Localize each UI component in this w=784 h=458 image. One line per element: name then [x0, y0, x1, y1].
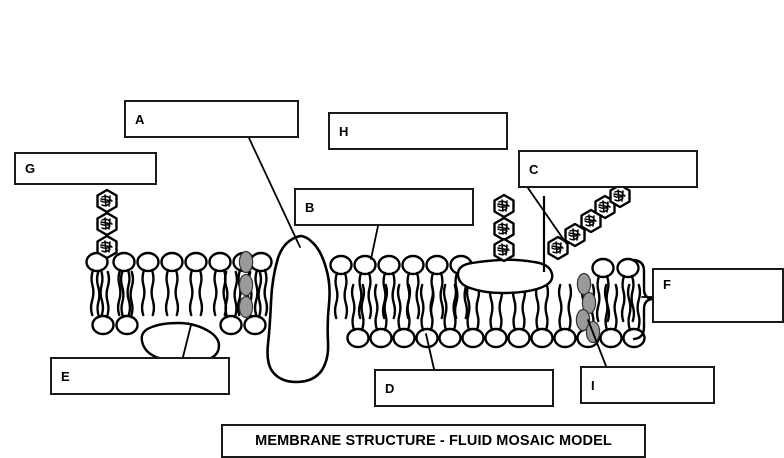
- diagram-title-box: MEMBRANE STRUCTURE - FLUID MOSAIC MODEL: [221, 424, 646, 458]
- label-letter-g: G: [25, 161, 36, 176]
- worksheet-canvas: A B C D E F G H I MEMBRANE STRUCTURE - F…: [14, 100, 784, 458]
- membrane-diagram: [85, 137, 653, 384]
- label-box-g[interactable]: G: [14, 152, 157, 185]
- label-box-a[interactable]: A: [124, 100, 299, 138]
- leader-lines: [182, 137, 653, 370]
- leader-A: [248, 137, 301, 248]
- cholesterol-left-group: [238, 250, 254, 319]
- label-box-c[interactable]: C: [518, 150, 698, 188]
- diagram-title: MEMBRANE STRUCTURE - FLUID MOSAIC MODEL: [255, 433, 612, 449]
- label-box-b[interactable]: B: [294, 188, 474, 226]
- leader-D: [425, 333, 435, 370]
- leader-C: [527, 187, 567, 244]
- integral-protein: [266, 234, 331, 384]
- leader-E: [182, 324, 192, 358]
- label-box-h[interactable]: H: [328, 112, 508, 150]
- label-letter-b: B: [305, 199, 315, 215]
- label-box-f[interactable]: F: [652, 268, 784, 323]
- label-letter-d: D: [385, 380, 395, 396]
- label-box-e[interactable]: E: [50, 357, 230, 395]
- label-letter-f: F: [663, 277, 672, 292]
- label-letter-a: A: [135, 111, 145, 127]
- label-box-d[interactable]: D: [374, 369, 554, 407]
- label-letter-e: E: [61, 368, 70, 384]
- leader-B: [370, 225, 379, 260]
- surface-glycoprotein: [456, 258, 554, 295]
- glycoprotein-sugar-chain-diagonal: [547, 183, 631, 261]
- glycolipid-sugar-chain: [96, 188, 118, 260]
- label-letter-c: C: [529, 161, 539, 177]
- label-box-i[interactable]: I: [580, 366, 715, 404]
- glycoprotein-sugar-chain-vertical: [493, 193, 515, 263]
- label-letter-h: H: [339, 123, 349, 139]
- leader-I: [587, 319, 607, 367]
- label-letter-i: I: [591, 377, 595, 393]
